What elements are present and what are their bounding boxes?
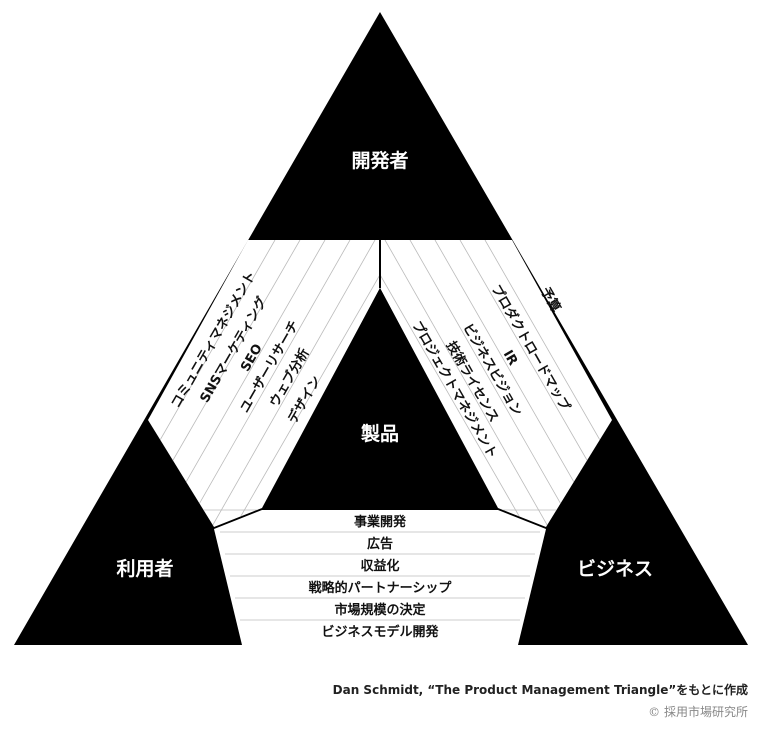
vertex-user: 利用者 xyxy=(116,558,173,580)
copyright: © 採用市場研究所 xyxy=(648,705,748,719)
bottom-item: 広告 xyxy=(367,536,393,552)
product-triangle xyxy=(262,288,498,510)
bottom-item: ビジネスモデル開発 xyxy=(321,624,439,640)
bottom-item: 戦略的パートナーシップ xyxy=(309,580,453,596)
bottom-item: 事業開発 xyxy=(354,514,407,530)
bottom-hatching xyxy=(220,531,540,621)
bottom-band-items: 事業開発 広告 収益化 戦略的パートナーシップ 市場規模の決定 ビジネスモデル開… xyxy=(309,514,453,640)
vertex-business: ビジネス xyxy=(577,558,653,580)
bottom-item: 市場規模の決定 xyxy=(334,602,425,618)
right-hatching xyxy=(380,240,612,527)
right-band xyxy=(380,240,612,527)
left-band xyxy=(148,240,380,527)
left-hatching xyxy=(148,240,380,527)
vertex-product: 製品 xyxy=(360,423,399,445)
source-caption: Dan Schmidt, “The Product Management Tri… xyxy=(332,683,748,697)
right-item: IR xyxy=(500,348,520,368)
bottom-band xyxy=(214,510,546,645)
vertex-developer: 開発者 xyxy=(351,149,408,172)
bottom-item: 収益化 xyxy=(360,558,399,574)
